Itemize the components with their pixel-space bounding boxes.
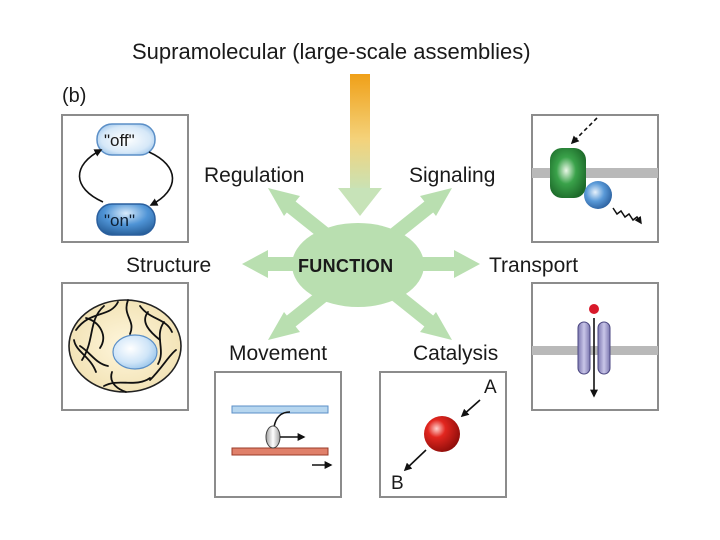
signal-protein [584,181,612,209]
channel-half-left [577,321,591,375]
function-ellipse [292,223,424,307]
signaling-label: Signaling [409,164,496,187]
function-label: FUNCTION [298,256,394,276]
regulation-box [61,114,189,243]
movement-label: Movement [229,342,328,365]
cycle-arrow-left [78,149,104,203]
panel-label: (b) [62,85,87,107]
transported-molecule [589,304,599,314]
substrate-label: A [484,377,497,398]
diagram-title: Supramolecular (large-scale assemblies) [132,39,531,64]
enzyme [424,416,460,452]
cycle-arrow-right [148,151,174,206]
receptor-protein [550,148,586,198]
regulation-label: Regulation [204,164,305,187]
movement-box [214,371,342,498]
incoming-signal-arrow [570,117,598,145]
signaling-box [531,114,659,243]
on-state-label: "on" [104,211,135,230]
product-label: B [391,473,404,494]
channel-half-right [597,321,611,375]
on-state-pill [96,203,156,236]
membrane [532,346,658,355]
product-arrow [403,449,427,472]
substrate-arrow [460,399,481,418]
off-state-label: "off" [104,131,135,150]
transport-label: Transport [489,254,579,277]
function-hub [242,188,480,340]
transport-box [531,282,659,411]
catalysis-label: Catalysis [413,342,499,365]
catalysis-box [379,371,507,498]
structure-label: Structure [126,254,212,277]
cytoskeleton-filaments [73,299,177,393]
motor-lever [273,411,291,428]
nucleus [112,334,158,370]
lower-filament [231,447,329,456]
membrane [532,168,658,178]
top-input-arrow [338,74,382,216]
outgoing-signal-arrow [612,207,642,225]
structure-box [61,282,189,411]
off-state-pill [96,123,156,156]
upper-filament [231,405,329,414]
motor-protein [265,425,281,449]
